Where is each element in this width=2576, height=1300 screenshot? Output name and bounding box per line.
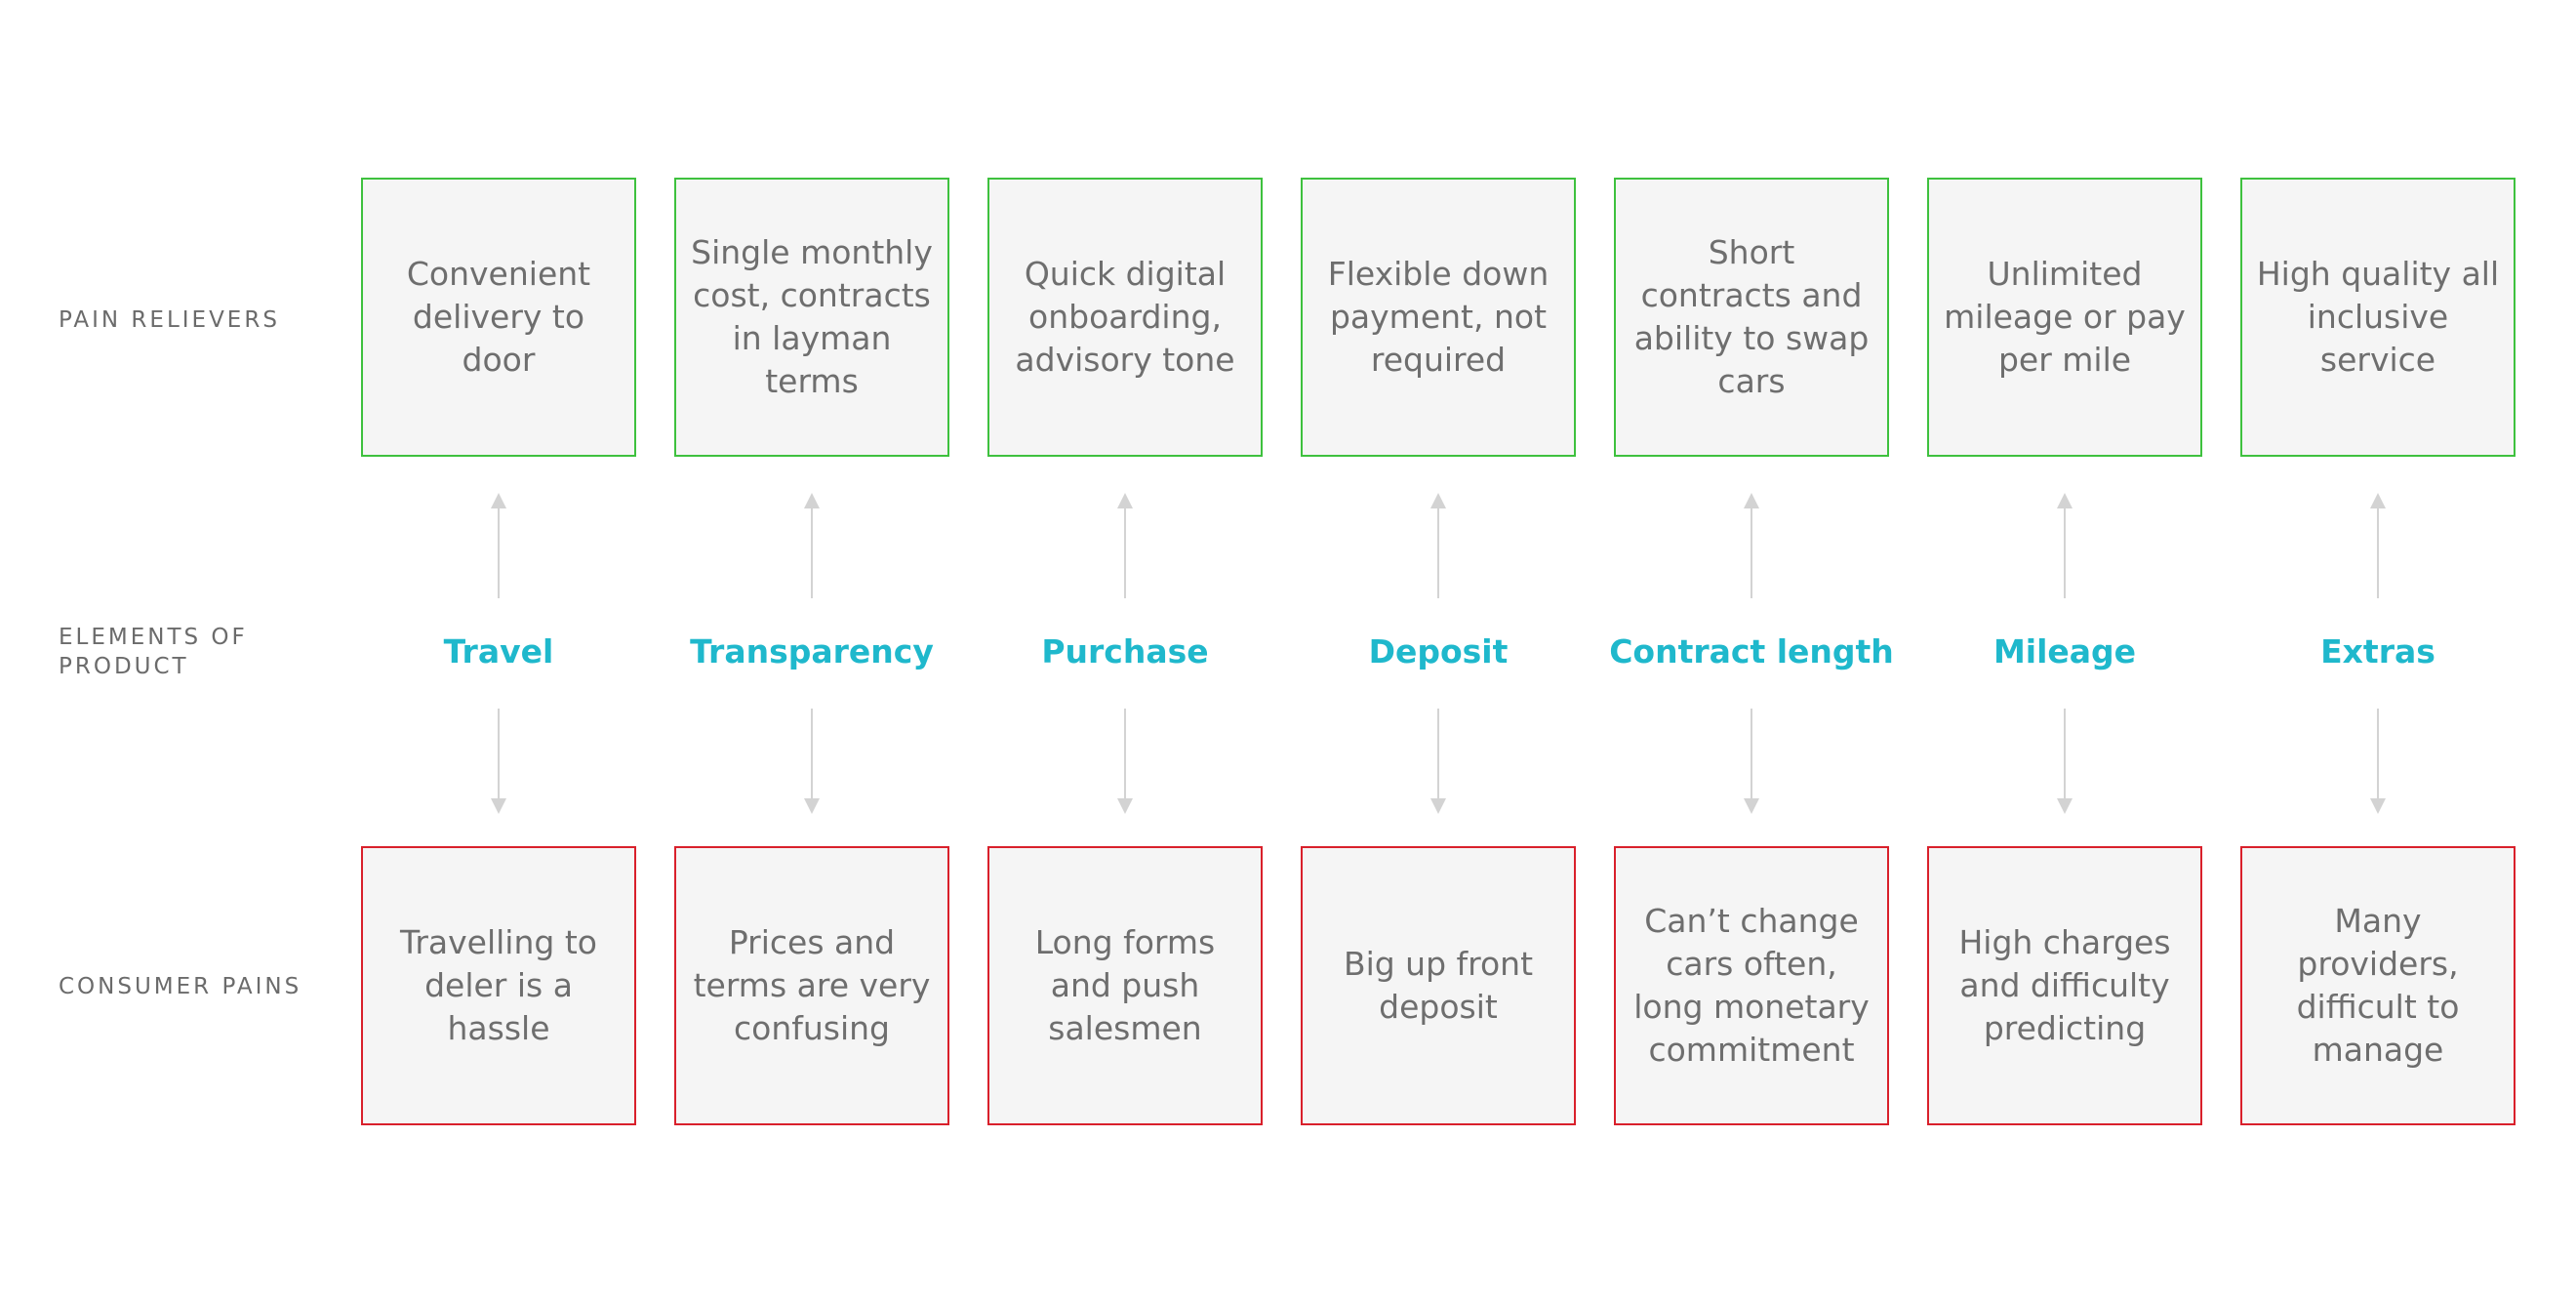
arrow-down-icon <box>1430 709 1446 814</box>
pain-reliever-text: Convenient delivery to door <box>406 255 591 379</box>
column-transparency: Single monthly cost, contracts in layman… <box>674 0 953 1300</box>
arrow-up-icon <box>1744 493 1759 598</box>
pain-reliever-text: Single monthly cost, contracts in layman… <box>691 233 933 400</box>
arrow-up-icon <box>2370 493 2386 598</box>
product-element-label: Extras <box>2320 632 2435 670</box>
pain-reliever-box: Flexible down payment, not required <box>1301 178 1576 457</box>
product-element-label: Contract length <box>1609 632 1894 670</box>
arrow-down-icon <box>2057 709 2073 814</box>
consumer-pain-text: High charges and difficulty predicting <box>1958 923 2171 1047</box>
consumer-pain-text: Big up front deposit <box>1343 945 1534 1026</box>
pain-reliever-box: High quality all inclusive service <box>2240 178 2516 457</box>
product-element-label: Mileage <box>1992 632 2137 670</box>
consumer-pain-text: Many providers, difficult to manage <box>2296 902 2460 1069</box>
row-label-consumer-pains: CONSUMER PAINS <box>59 974 302 999</box>
pain-reliever-box: Short contracts and ability to swap cars <box>1614 178 1889 457</box>
product-element-label: Travel <box>443 632 554 670</box>
pain-reliever-box: Convenient delivery to door <box>361 178 636 457</box>
pain-reliever-box: Unlimited mileage or pay per mile <box>1927 178 2202 457</box>
arrow-down-icon <box>1744 709 1759 814</box>
product-element-label: Purchase <box>1041 632 1209 670</box>
arrow-down-icon <box>2370 709 2386 814</box>
product-element-label: Deposit <box>1368 632 1509 670</box>
consumer-pain-box: Can’t change cars often, long monetary c… <box>1614 846 1889 1125</box>
pain-reliever-text: Unlimited mileage or pay per mile <box>1944 255 2186 379</box>
consumer-pain-text: Prices and terms are very confusing <box>693 923 931 1047</box>
consumer-pain-text: Can’t change cars often, long monetary c… <box>1633 902 1870 1069</box>
pain-reliever-text: Quick digital onboarding, advisory tone <box>1015 255 1235 379</box>
consumer-pain-box: Travelling to deler is a hassle <box>361 846 636 1125</box>
pain-reliever-text: Flexible down payment, not required <box>1327 255 1550 379</box>
pain-reliever-box: Quick digital onboarding, advisory tone <box>987 178 1263 457</box>
arrow-down-icon <box>491 709 506 814</box>
arrow-down-icon <box>1117 709 1133 814</box>
pain-reliever-text: High quality all inclusive service <box>2256 255 2500 379</box>
arrow-up-icon <box>1430 493 1446 598</box>
consumer-pain-box: Many providers, difficult to manage <box>2240 846 2516 1125</box>
consumer-pain-box: Prices and terms are very confusing <box>674 846 949 1125</box>
consumer-pain-text: Long forms and push salesmen <box>1034 923 1216 1047</box>
product-element-label: Transparency <box>690 632 934 670</box>
arrow-up-icon <box>1117 493 1133 598</box>
consumer-pain-box: Big up front deposit <box>1301 846 1576 1125</box>
row-label-elements-of-product: ELEMENTS OF PRODUCT <box>59 625 248 679</box>
arrow-up-icon <box>491 493 506 598</box>
pain-reliever-text: Short contracts and ability to swap cars <box>1633 233 1870 400</box>
pain-reliever-box: Single monthly cost, contracts in layman… <box>674 178 949 457</box>
consumer-pain-box: Long forms and push salesmen <box>987 846 1263 1125</box>
column-contract-length: Short contracts and ability to swap cars… <box>1609 0 1894 1300</box>
arrow-down-icon <box>804 709 820 814</box>
row-label-pain-relievers: PAIN RELIEVERS <box>59 307 280 333</box>
arrow-up-icon <box>804 493 820 598</box>
arrow-up-icon <box>2057 493 2073 598</box>
consumer-pain-box: High charges and difficulty predicting <box>1927 846 2202 1125</box>
consumer-pain-text: Travelling to deler is a hassle <box>400 923 597 1047</box>
